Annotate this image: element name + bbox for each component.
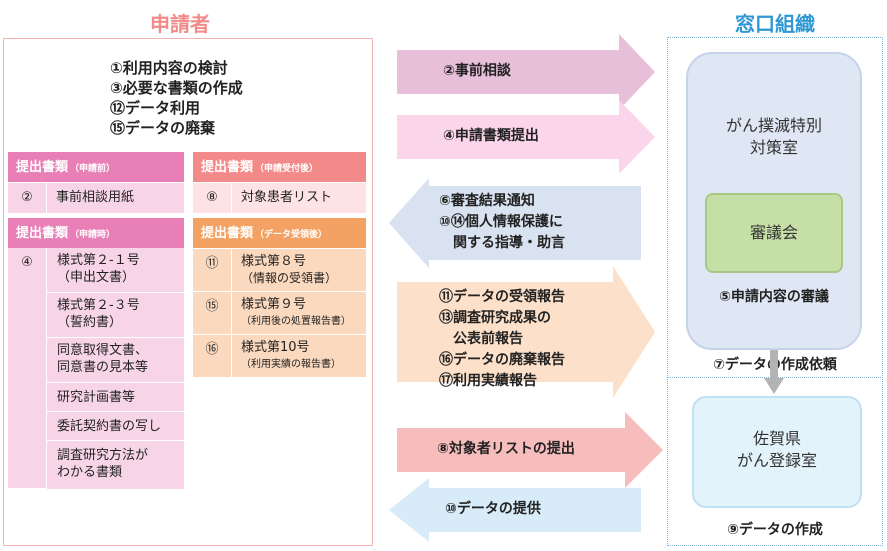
step-item: ①利用内容の検討	[110, 59, 228, 77]
doc-box-header: 提出書類（データ受領後）	[193, 218, 366, 248]
doc-row: ⑧ 対象患者リスト	[193, 182, 366, 213]
doc-box-title: 提出書類	[201, 160, 254, 175]
doc-box-after-accept: 提出書類（申請受付後） ⑧ 対象患者リスト	[193, 152, 366, 213]
doc-row-text: 様式第８号	[241, 254, 307, 269]
doc-row-text: 様式第２-３号 （誓約書）	[57, 298, 140, 330]
doc-row-text: 様式第２-１号 （申出文書）	[57, 253, 140, 285]
arrow-list-submit: ⑧対象者リストの提出	[397, 412, 663, 488]
step-item: ⑮データの廃棄	[110, 119, 216, 137]
doc-row-number: ②	[8, 183, 47, 213]
registry-box	[692, 396, 862, 508]
arrow-label: 公表前報告	[439, 331, 523, 347]
arrow-label: ⑥審査結果通知	[439, 193, 535, 209]
doc-row-number: ⑯	[193, 335, 232, 377]
organization-frame	[667, 37, 883, 546]
doc-row: ⑯ 様式第10号 （利用実績の報告書）	[193, 334, 366, 377]
arrow-submit-shape	[397, 100, 655, 174]
doc-row-number: ⑪	[193, 249, 232, 291]
doc-box-tag: （申請前）	[70, 164, 116, 174]
arrow-consult-shape	[397, 34, 655, 110]
arrow-label: ⑩データの提供	[445, 501, 541, 517]
doc-box-title: 提出書類	[16, 226, 69, 241]
arrow-label: ⑧対象者リストの提出	[437, 441, 575, 457]
doc-box-header: 提出書類（申請受付後）	[193, 152, 366, 182]
doc-box-after-receive: 提出書類（データ受領後） ⑪ 様式第８号 （情報の受領書） ⑮ 様式第９号 （利…	[193, 218, 366, 377]
arrow-label: ④申請書類提出	[443, 128, 539, 144]
applicant-frame	[3, 38, 373, 546]
arrow-label: 関する指導・助言	[439, 235, 565, 251]
doc-box-header: 提出書類（申請前）	[8, 152, 184, 182]
doc-row: ② 事前相談用紙	[8, 182, 184, 213]
arrow-review-result: ⑥審査結果通知 ⑩⑭個人情報保護に 関する指導・助言	[389, 178, 641, 268]
doc-box-header: 提出書類（申請時）	[8, 218, 184, 248]
office-name: がん撲滅特別 対策室	[725, 116, 822, 157]
review-caption: ⑤申請内容の審議	[719, 289, 829, 305]
arrow-list-submit-shape	[397, 412, 663, 488]
arrow-label: ⑩⑭個人情報保護に	[439, 214, 563, 230]
doc-row: 様式第２-１号 （申出文書）	[46, 248, 184, 293]
arrow-label: ⑪データの受領報告	[439, 289, 565, 305]
create-caption: ⑨データの作成	[727, 522, 823, 538]
doc-row-text: 対象患者リスト	[241, 190, 333, 205]
doc-row-text: 研究計画書等	[57, 390, 136, 405]
arrow-label: ⑯データの廃棄報告	[439, 352, 565, 368]
doc-row-subtext: （情報の受領書）	[241, 271, 338, 285]
doc-box-application: 提出書類（申請時） ④ 様式第２-１号 （申出文書） 様式第２-３号 （誓約書）…	[8, 218, 184, 489]
doc-row: 委託契約書の写し	[46, 412, 184, 441]
doc-row-number: ④	[8, 248, 46, 488]
doc-row-number: ⑧	[193, 183, 232, 213]
doc-box-title: 提出書類	[16, 160, 69, 175]
doc-row-text: 委託契約書の写し	[57, 419, 162, 434]
council-box	[705, 193, 843, 273]
arrow-review-result-shape	[389, 178, 641, 268]
doc-row-number: ⑮	[193, 292, 232, 334]
arrow-label: ⑬調査研究成果の	[439, 310, 551, 326]
doc-row-subtext: （利用後の処置報告書）	[241, 316, 351, 327]
doc-row: ⑮ 様式第９号 （利用後の処置報告書）	[193, 291, 366, 334]
doc-row-text: 事前相談用紙	[56, 190, 135, 205]
doc-row: 同意取得文書、 同意書の見本等	[46, 338, 184, 383]
doc-row-text: 様式第10号	[241, 340, 310, 355]
applicant-header: 申請者	[150, 12, 210, 36]
doc-row-subtext: （利用実績の報告書）	[241, 359, 341, 370]
doc-row: 様式第２-３号 （誓約書）	[46, 293, 184, 338]
doc-box-tag: （申請受付後）	[255, 164, 319, 174]
arrow-consult: ②事前相談	[397, 34, 655, 110]
step-item: ③必要な書類の作成	[110, 79, 243, 97]
doc-row: 研究計画書等	[46, 383, 184, 412]
doc-box-tag: （申請時）	[70, 230, 116, 240]
doc-row: ⑪ 様式第８号 （情報の受領書）	[193, 248, 366, 291]
arrow-label: ②事前相談	[443, 63, 511, 79]
doc-row-text: 様式第９号	[241, 297, 307, 312]
council-name: 審議会	[749, 223, 798, 242]
doc-box-prior: 提出書類（申請前） ② 事前相談用紙	[8, 152, 184, 213]
doc-row-text: 調査研究方法が わかる書類	[57, 448, 149, 480]
doc-row-text: 同意取得文書、 同意書の見本等	[57, 343, 149, 375]
doc-box-title: 提出書類	[201, 226, 254, 241]
arrow-reports-shape	[397, 266, 655, 398]
down-arrow	[764, 350, 784, 394]
arrow-label: ⑰利用実績報告	[439, 373, 537, 389]
step-item: ⑫データ利用	[110, 99, 201, 117]
applicant-steps: ①利用内容の検討 ③必要な書類の作成 ⑫データ利用 ⑮データの廃棄	[110, 58, 243, 138]
registry-name: 佐賀県 がん登録室	[736, 429, 817, 470]
arrow-submit: ④申請書類提出	[397, 100, 655, 174]
organization-header: 窓口組織	[735, 12, 815, 36]
doc-box-tag: （データ受領後）	[255, 230, 328, 240]
arrow-data-provide: ⑩データの提供	[389, 478, 641, 542]
arrow-data-provide-shape	[389, 478, 641, 542]
arrow-reports: ⑪データの受領報告 ⑬調査研究成果の 公表前報告 ⑯データの廃棄報告 ⑰利用実績…	[397, 266, 655, 398]
doc-row: 調査研究方法が わかる書類	[46, 441, 184, 489]
